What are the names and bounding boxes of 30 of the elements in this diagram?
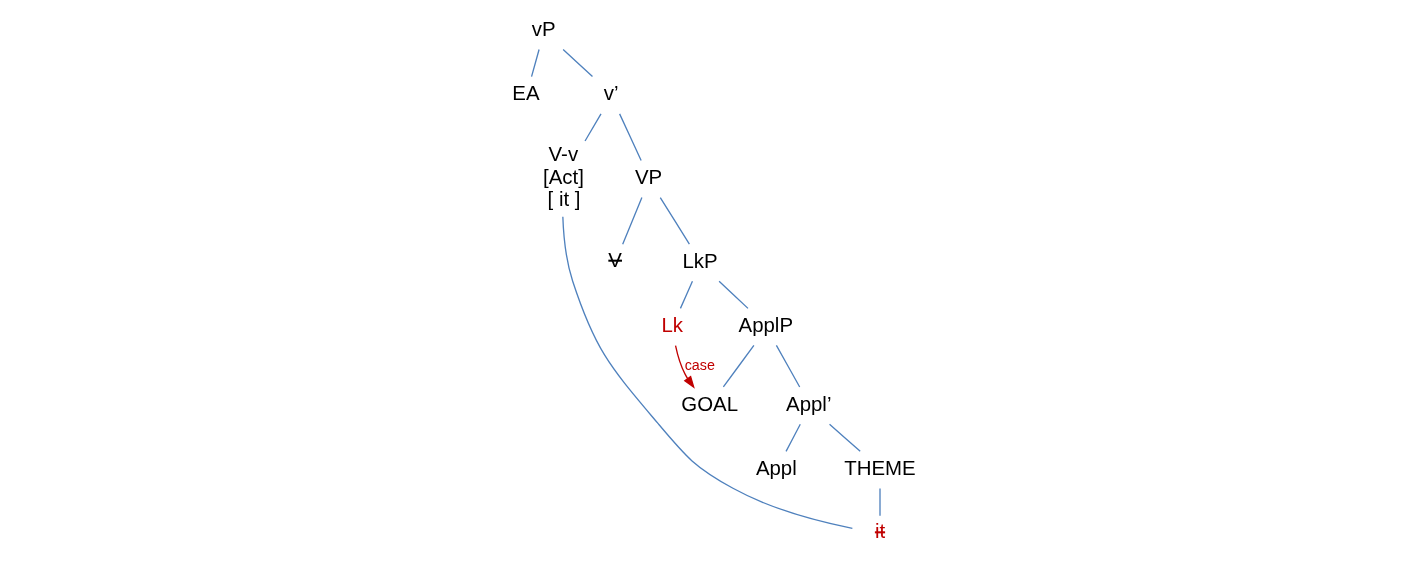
arrow [674,344,695,389]
node-text: VP [634,165,663,188]
node-text: Appl [755,457,797,479]
connector [622,196,643,245]
node-text: LkP [682,249,718,272]
node-text: ApplP [738,314,794,337]
node-text: v’ [603,82,619,105]
node-text: GOAL [681,392,739,415]
node-text: EA [512,82,540,105]
connector [530,48,540,78]
connector [618,113,642,162]
node-text: Lk [661,314,684,337]
node-text: V [608,248,622,271]
connector [679,280,694,310]
node-text: it [874,520,886,543]
node-text: THEME [844,457,916,479]
node-text: vP [531,17,556,40]
connector [775,344,801,388]
connector [562,48,594,78]
connector [828,423,861,453]
connector [718,280,749,310]
connector [659,196,691,245]
node-text: V-v [Act] [ it ] [543,143,584,211]
connector [562,216,854,529]
connector [722,344,755,388]
connector [584,113,602,142]
node-text: Appl’ [786,392,832,415]
connector [879,487,881,517]
connector [785,423,801,453]
edge-label: case [684,357,715,374]
